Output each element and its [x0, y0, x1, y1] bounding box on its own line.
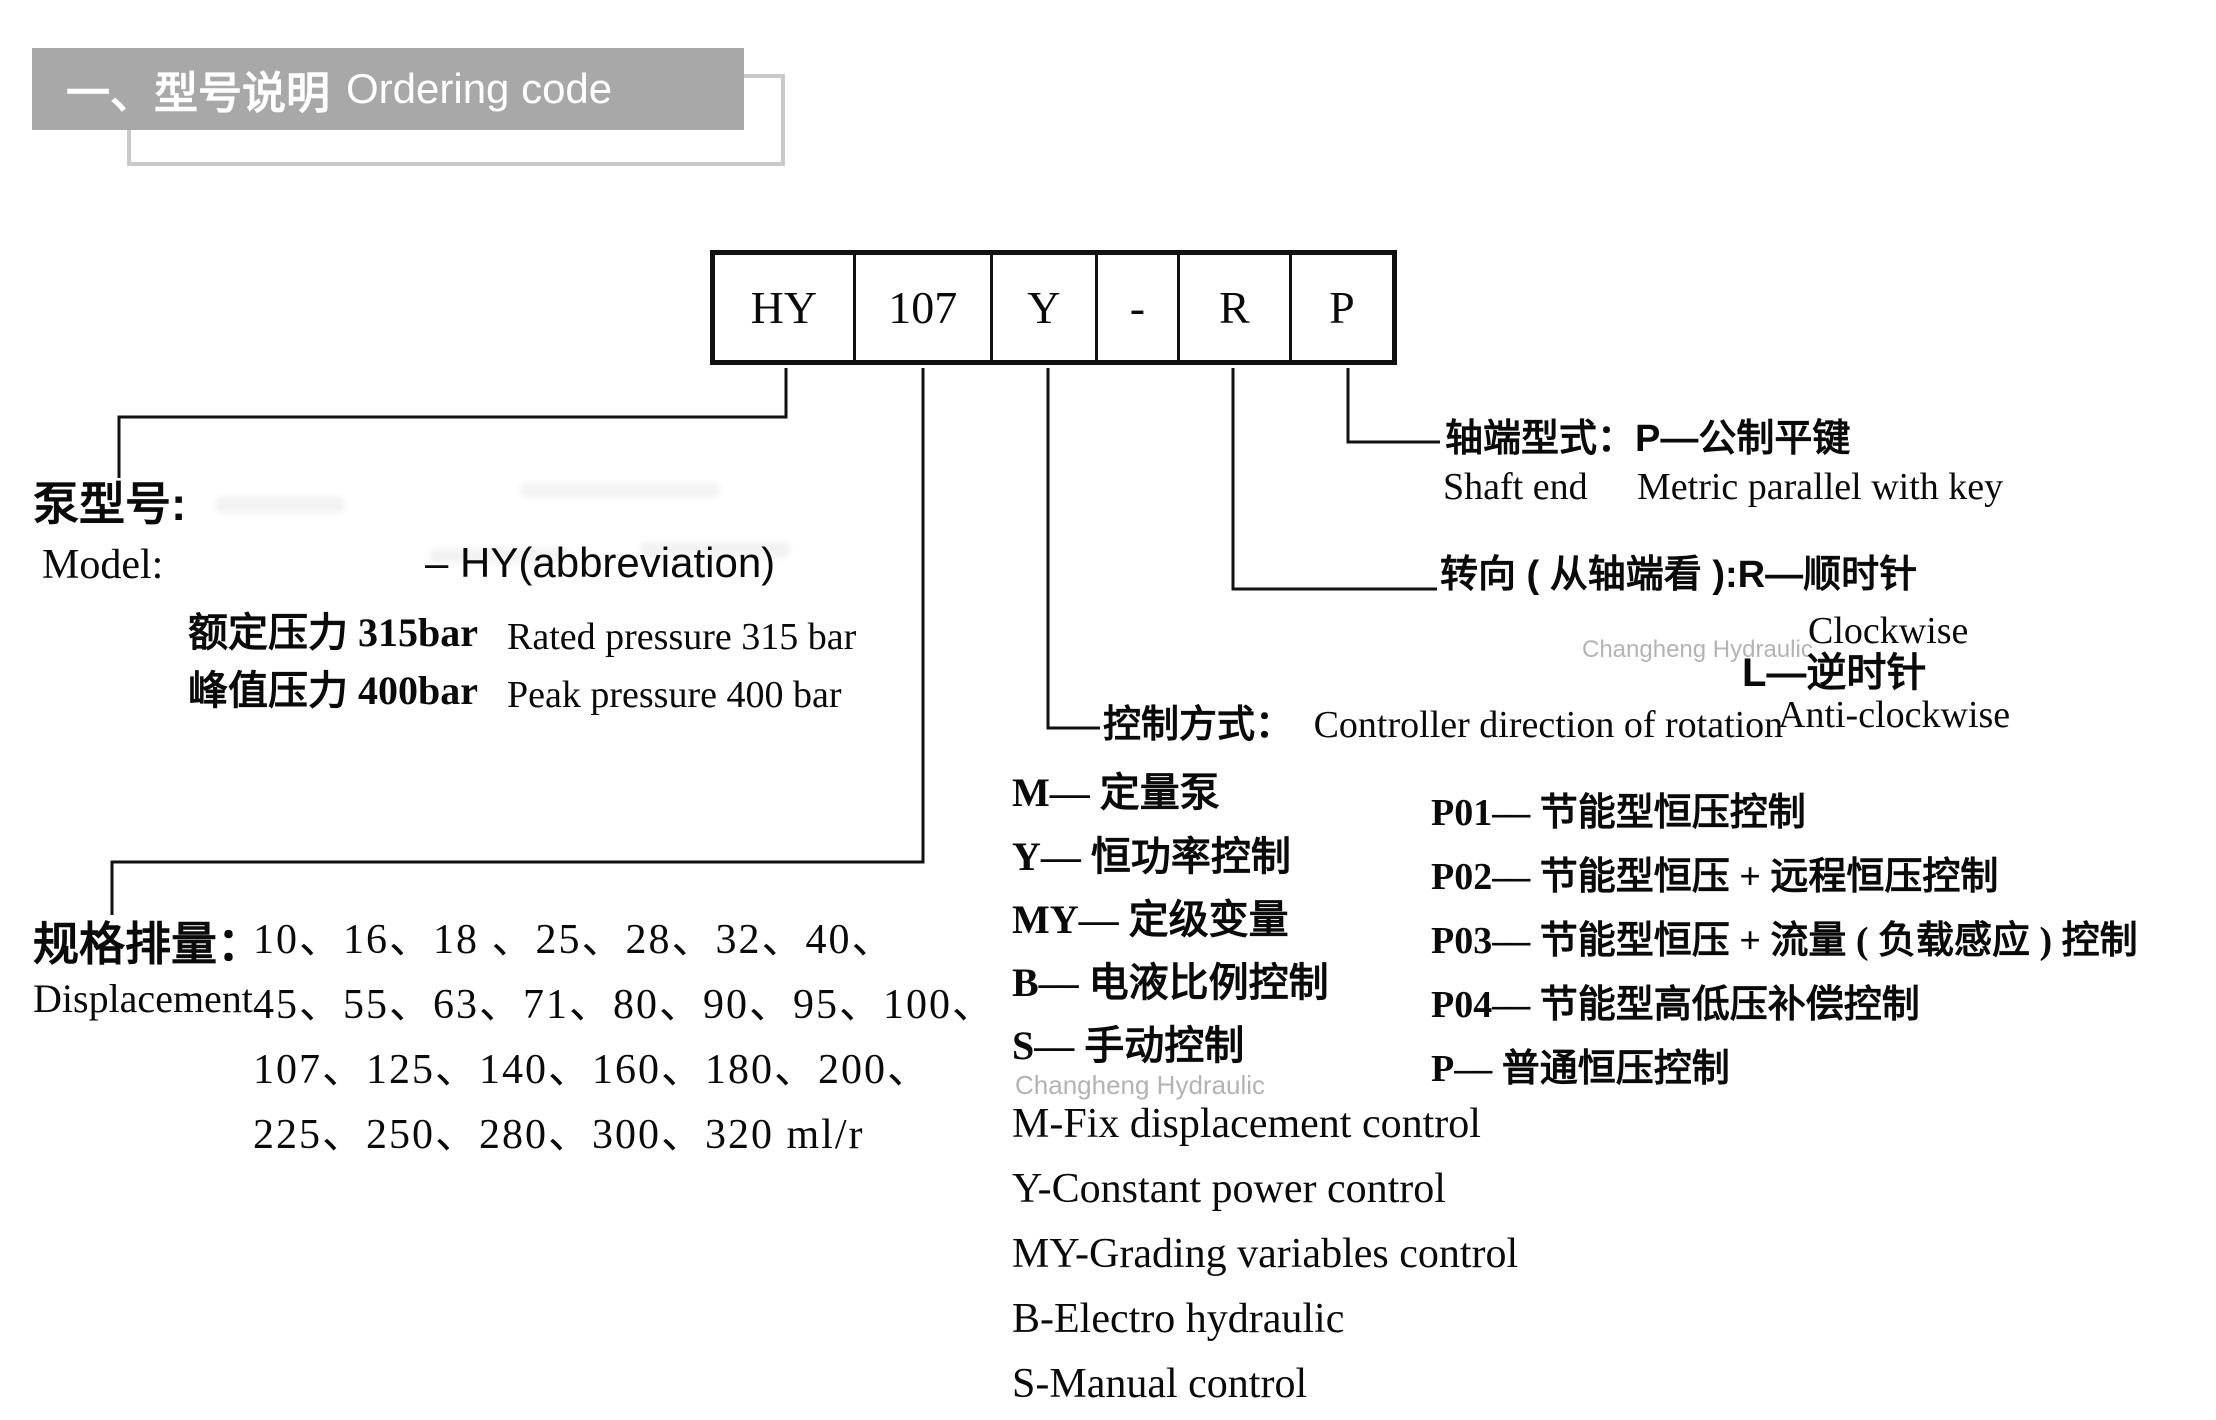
- scan-smudge: [215, 497, 345, 513]
- control-item-b: B–– 电液比例控制: [1012, 960, 1329, 1005]
- section-title-en: Ordering code: [346, 65, 613, 112]
- scan-smudge: [520, 483, 720, 497]
- code-cell-displacement: 107: [852, 255, 990, 360]
- connector-107: [110, 368, 925, 915]
- rotation-anticlockwise: Anti-clockwise: [1778, 694, 2011, 736]
- rated-pressure-en: Rated pressure 315 bar: [507, 616, 857, 658]
- control-item-m: M–– 定量泵: [1012, 770, 1220, 815]
- control-item-s: S–– 手动控制: [1012, 1023, 1245, 1068]
- code-cell-series: HY: [750, 282, 818, 333]
- watermark-rotation: Changheng Hydraulic: [1582, 636, 1813, 663]
- code-cell-control: Y: [989, 255, 1095, 360]
- displacement-values-line4: 225、250、280、300、320 ml/r: [253, 1112, 865, 1158]
- displacement-values-line3: 107、125、140、160、180、200、: [253, 1047, 932, 1093]
- rotation-l-zh: L—逆时针: [1742, 651, 1927, 695]
- connector-y: [1046, 368, 1100, 730]
- displacement-label-en: Displacement: [33, 976, 253, 1021]
- section-title-zh: 一、型号说明: [66, 69, 330, 118]
- connector-r: [1231, 368, 1437, 591]
- rated-pressure-zh: 额定压力 315bar: [188, 610, 478, 655]
- scan-smudge: [640, 542, 790, 558]
- control-item-en-b: B-Electro hydraulic: [1012, 1296, 1345, 1342]
- rotation-clockwise: Clockwise: [1808, 610, 1969, 652]
- watermark-control: Changheng Hydraulic: [1015, 1070, 1266, 1100]
- control-header-en: Controller direction of rotation: [1313, 704, 1784, 746]
- control-header-zh: 控制方式：: [1103, 704, 1294, 746]
- scan-smudge: [430, 548, 570, 563]
- shaft-end-en-value: Metric parallel with key: [1637, 466, 2004, 508]
- displacement-values-line2: 45、55、63、71、80、90、95、100、: [253, 982, 997, 1028]
- control-item-my: MY–– 定级变量: [1012, 897, 1289, 942]
- ordering-code-box: HY 107 Y - R P: [710, 250, 1397, 365]
- displacement-label-zh: 规格排量：: [33, 918, 263, 970]
- control-header: 控制方式： Controller direction of rotation: [1103, 704, 1783, 748]
- code-cell-dash: -: [1094, 255, 1177, 360]
- control-item-p03: P03–– 节能型恒压 + 流量 ( 负载感应 ) 控制: [1431, 920, 2138, 962]
- control-item-en-s: S-Manual control: [1012, 1361, 1308, 1407]
- control-item-p04: P04–– 节能型高低压补偿控制: [1431, 984, 1920, 1026]
- shaft-end-zh: 轴端型式：P—公制平键: [1445, 418, 1851, 460]
- model-label-zh: 泵型号:: [33, 478, 187, 530]
- control-item-p01: P01–– 节能型恒压控制: [1431, 792, 1806, 834]
- control-item-en-y: Y-Constant power control: [1012, 1166, 1446, 1212]
- shaft-end-en-label: Shaft end: [1443, 466, 1588, 508]
- model-abbreviation: – HY(abbreviation): [425, 539, 776, 586]
- code-cell-rotation: R: [1176, 255, 1289, 360]
- code-cell-shaft: P: [1288, 255, 1392, 360]
- control-item-y: Y–– 恒功率控制: [1012, 834, 1291, 879]
- connector-p: [1346, 368, 1440, 444]
- control-item-p: P–– 普通恒压控制: [1431, 1048, 1730, 1090]
- control-item-p02: P02–– 节能型恒压 + 远程恒压控制: [1431, 856, 1999, 898]
- peak-pressure-zh: 峰值压力 400bar: [188, 668, 478, 713]
- control-item-en-my: MY-Grading variables control: [1012, 1231, 1519, 1277]
- connector-hy: [117, 368, 788, 478]
- model-label-en: Model:: [42, 542, 164, 588]
- rotation-zh: 转向 ( 从轴端看 ):R—顺时针: [1440, 554, 1918, 596]
- peak-pressure-en: Peak pressure 400 bar: [507, 674, 842, 716]
- displacement-values-line1: 10、16、18 、25、28、32、40、: [253, 917, 896, 963]
- section-title-banner: 一、型号说明 Ordering code: [32, 48, 744, 130]
- control-item-en-m: M-Fix displacement control: [1012, 1101, 1481, 1147]
